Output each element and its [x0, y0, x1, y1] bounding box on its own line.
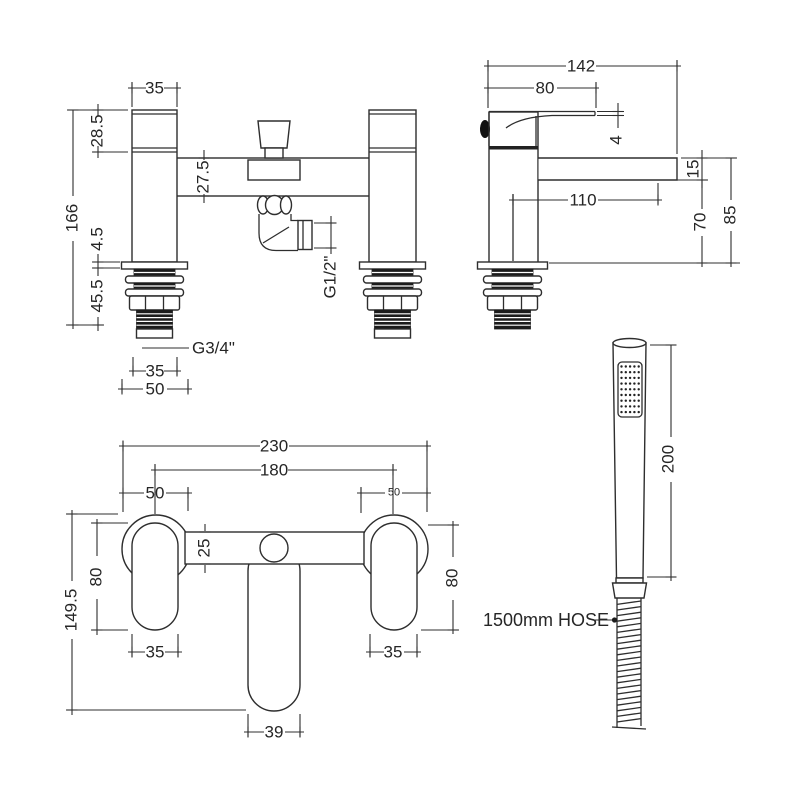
dim-front-total-height: 166 [63, 204, 82, 232]
dim-side-handle-reach: 80 [536, 79, 555, 98]
diverter-knob [257, 120, 291, 149]
dim-side-total-depth: 142 [567, 57, 595, 76]
dim-front-inlet-thread: G3/4" [192, 339, 235, 358]
dim-front-cap-width: 35 [145, 79, 164, 98]
dim-front-shower-thread: G1/2" [321, 256, 340, 299]
dim-front-deck-thickness: 4.5 [88, 227, 107, 251]
handset-top [612, 337, 647, 349]
front-view [120, 109, 427, 339]
front-left-base-assembly [120, 261, 189, 339]
front-center-block [247, 159, 301, 181]
spray-plate [617, 361, 643, 418]
plan-diverter-knob [259, 533, 289, 563]
dim-front-tail-width: 35 [146, 362, 165, 381]
handset-neck [615, 577, 644, 584]
dim-side-overall-height: 85 [721, 206, 740, 225]
dim-front-cap-height: 28.5 [88, 114, 107, 147]
dim-plan-overall-depth: 149.5 [62, 589, 81, 632]
dim-plan-spout-width: 39 [265, 723, 284, 742]
cartridge-joint [489, 146, 538, 150]
dim-plan-centres: 180 [260, 461, 288, 480]
hose-nut [611, 582, 648, 599]
side-spout [538, 157, 678, 181]
dim-handset-length: 200 [659, 445, 678, 473]
shower-outlet-elbow [258, 214, 313, 252]
dim-plan-right-body: 50 [388, 487, 400, 499]
spray-nozzles [620, 365, 640, 414]
dim-plan-overall-width: 230 [260, 437, 288, 456]
side-view [476, 110, 678, 330]
dim-front-flange-width: 50 [146, 380, 165, 399]
side-base-assembly [476, 261, 549, 330]
dim-side-spout-length: 110 [569, 191, 596, 210]
side-lever-handle [480, 110, 596, 150]
dim-plan-right-handle-width: 35 [384, 643, 403, 662]
dim-plan-left-handle-width: 35 [146, 643, 165, 662]
shower-outlet-collar [256, 194, 293, 216]
diverter-stem [264, 147, 284, 159]
front-right-pillar [368, 109, 417, 263]
front-left-pillar [131, 109, 178, 263]
lever-end-dot [480, 120, 490, 138]
dim-plan-bar-depth: 25 [195, 539, 214, 558]
handset-view [611, 337, 648, 730]
plan-left-handle [131, 522, 179, 631]
label-hose: 1500mm HOSE [483, 610, 609, 630]
dim-plan-left-handle-length: 80 [87, 568, 106, 587]
dimension-layer: 3528.51664.545.527.53550G3/4"G1/2"142804… [62, 57, 740, 742]
dim-side-lever-thickness: 4 [607, 135, 626, 144]
dim-side-spout-height: 15 [684, 160, 703, 179]
dim-plan-left-body: 50 [146, 484, 165, 503]
dim-front-body-depth: 27.5 [194, 160, 213, 193]
hose-leader-dot [611, 617, 618, 623]
dim-front-tail-length: 45.5 [88, 279, 107, 312]
plan-view [121, 514, 429, 712]
front-right-base-assembly [358, 261, 427, 339]
dim-side-underside-height: 70 [691, 213, 710, 232]
plan-right-handle [370, 522, 418, 631]
shower-hose [611, 598, 647, 730]
plan-spout [247, 544, 301, 712]
dim-plan-right-handle-length: 80 [443, 569, 462, 588]
